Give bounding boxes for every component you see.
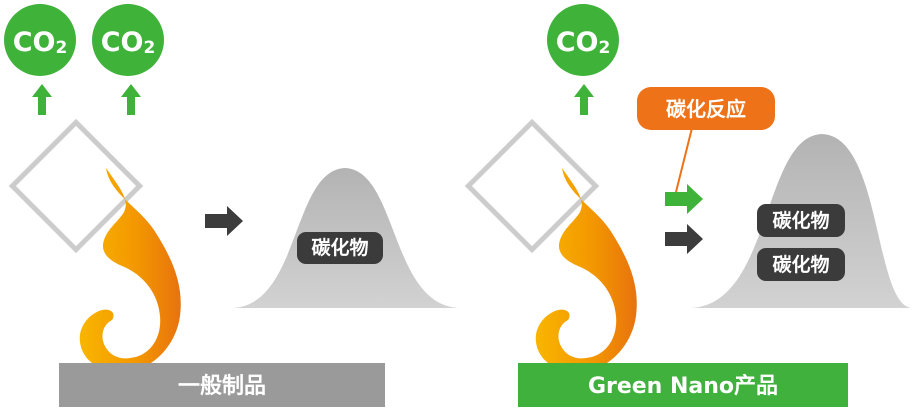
- right-arrow-green-icon: [665, 184, 703, 214]
- co2-circle: [4, 4, 76, 76]
- right-arrow-icon: [665, 224, 703, 254]
- carbide-label-right-1: 碳化物: [757, 204, 845, 237]
- co2-text: CO2: [556, 27, 611, 58]
- up-arrow-icon: [32, 84, 52, 115]
- up-arrow-icon: [574, 84, 594, 115]
- co2-bubble-right: CO2: [547, 4, 619, 76]
- svg-text:碳化物: 碳化物: [311, 236, 368, 259]
- reaction-pointer-line: [675, 127, 693, 193]
- co2-bubble-left-2: CO2: [92, 4, 164, 76]
- svg-text:Green Nano产品: Green Nano产品: [588, 374, 778, 399]
- caption-general-product: 一般制品: [59, 363, 385, 407]
- svg-text:一般制品: 一般制品: [178, 373, 266, 399]
- caption-green-nano-product: Green Nano产品: [518, 363, 848, 407]
- co2-text: CO2: [13, 27, 68, 58]
- svg-text:碳化物: 碳化物: [772, 253, 829, 276]
- carbide-label-left: 碳化物: [297, 232, 383, 264]
- co2-text: CO2: [101, 27, 156, 58]
- co2-bubble-left-1: CO2: [4, 4, 76, 76]
- up-arrow-icon: [121, 84, 141, 115]
- right-arrow-icon: [205, 206, 243, 236]
- material-diamond: [464, 118, 600, 254]
- reaction-label: 碳化反应: [637, 87, 775, 130]
- svg-text:碳化物: 碳化物: [772, 209, 829, 232]
- material-diamond: [8, 118, 144, 254]
- co2-circle: [92, 4, 164, 76]
- svg-text:碳化反应: 碳化反应: [666, 97, 746, 121]
- carbide-label-right-2: 碳化物: [757, 248, 845, 281]
- co2-circle: [547, 4, 619, 76]
